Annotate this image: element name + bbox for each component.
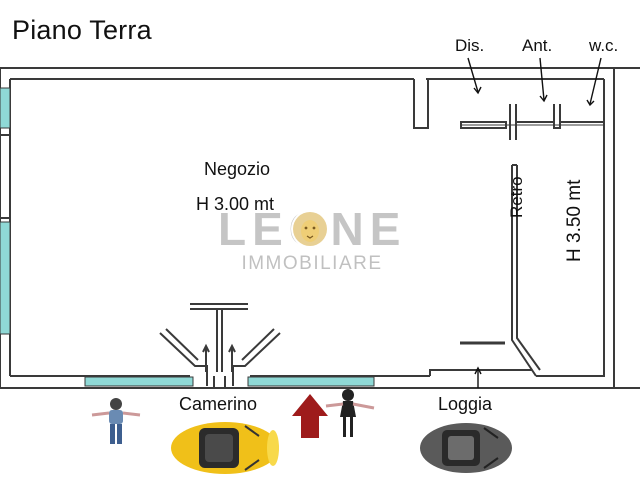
entrance-doors [159,303,281,388]
room-label-ant: Ant. [522,36,553,55]
person-icon [325,389,375,437]
room-label-dis: Dis. [455,36,485,55]
car-icon [171,422,279,474]
label-camerino: Camerino [179,394,258,414]
car-icon [420,423,512,473]
negozio-height-label: H 3.00 mt [196,194,275,214]
watermark-subtitle: IMMOBILIARE [241,253,383,274]
service-rooms [460,104,604,140]
watermark: LEONE IMMOBILIARE [218,206,406,276]
left-windows [0,87,11,335]
person-icon [91,398,141,444]
front-windows [84,376,375,387]
retro-height-label: H 3.50 mt [564,179,585,262]
label-loggia: Loggia [438,394,493,414]
plan-title: Piano Terra [12,15,152,45]
retro-partition [460,164,541,377]
room-label-negozio: Negozio [204,159,271,179]
room-label-retro: Retro [507,176,526,218]
entrance-arrow-icon [292,394,328,438]
lion-logo-icon [291,210,329,248]
room-pointer-arrows [467,57,602,388]
room-label-wc: w.c. [589,36,619,55]
